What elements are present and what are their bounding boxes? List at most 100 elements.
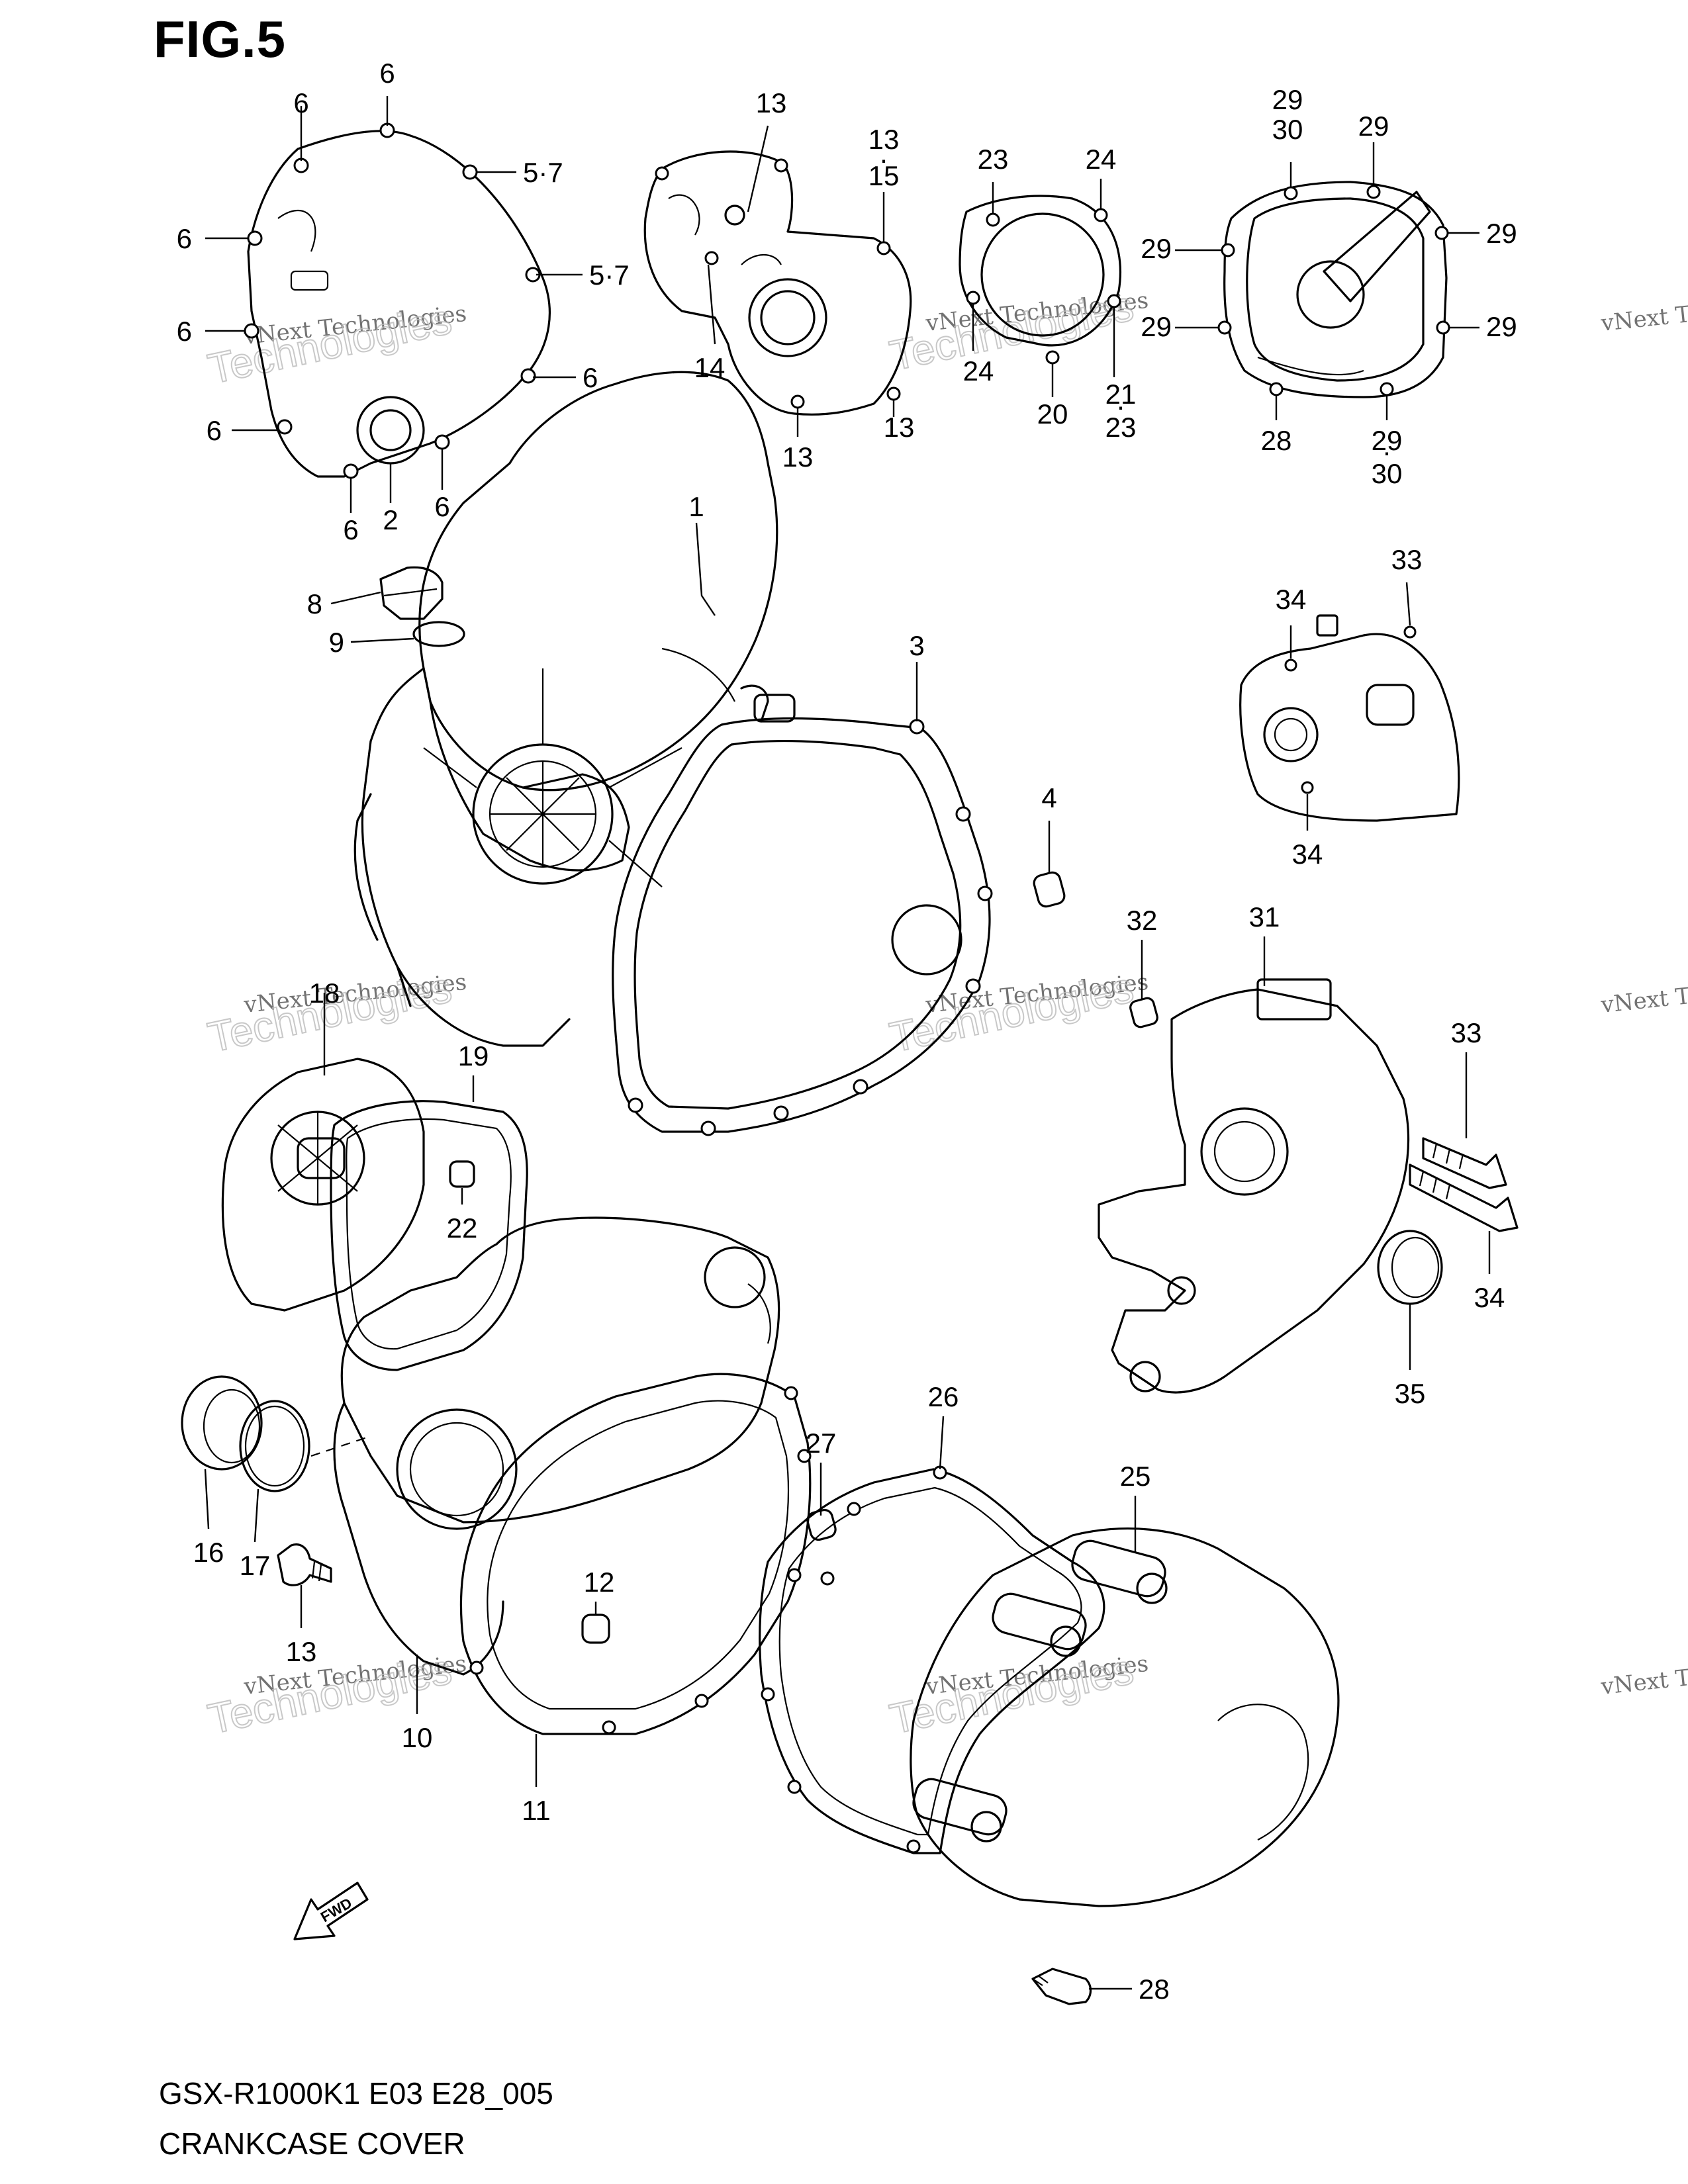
bolt-hole — [277, 419, 293, 435]
callout-33: 33 — [1391, 544, 1423, 575]
bolt-hole — [1107, 294, 1121, 308]
callout-30: 30 — [1372, 458, 1403, 489]
part-31-bracket — [1098, 978, 1410, 1394]
fwd-arrow-icon: FWD — [293, 1882, 369, 1940]
bolt-hole — [787, 1780, 802, 1794]
callout-28: 28 — [1139, 1974, 1170, 2005]
bolt-hole — [966, 291, 980, 305]
bolt-hole — [462, 164, 478, 180]
bolt-hole — [1221, 243, 1235, 257]
watermark-text: Technologies — [204, 295, 455, 393]
watermark-group: vNext Technologies Technologies vNext Te… — [203, 281, 1688, 1744]
callout-34: 34 — [1292, 839, 1323, 870]
callout-34: 34 — [1474, 1282, 1505, 1313]
bolt-hole — [790, 394, 805, 409]
callout-6: 6 — [293, 87, 308, 118]
part-34-bolt — [1409, 1163, 1519, 1232]
bolt-hole — [876, 241, 891, 255]
callout-11: 11 — [522, 1795, 551, 1826]
bolt-hole — [1269, 382, 1284, 396]
part-10-cover — [333, 1216, 780, 1676]
callout-29: 29 — [1141, 233, 1172, 264]
callout-29: 29 — [1486, 218, 1517, 249]
callout-6: 6 — [207, 415, 222, 446]
part-25-generator-cover — [910, 1527, 1340, 1907]
bolt-hole — [1045, 350, 1060, 365]
part-13-bolt — [277, 1543, 332, 1586]
part-18-water-pump-cover — [221, 1058, 425, 1312]
bolt-hole — [1284, 186, 1298, 201]
bolt-hole — [774, 158, 788, 173]
callout-1: 1 — [688, 491, 704, 522]
watermark-text: vNext Technologies — [1599, 287, 1688, 337]
callout-19: 19 — [458, 1040, 489, 1071]
callout-24: 24 — [1086, 144, 1117, 175]
callout-25: 25 — [1120, 1461, 1151, 1492]
bolt-hole — [700, 1120, 716, 1136]
bolt-hole — [655, 166, 669, 181]
bolt-hole — [784, 1386, 798, 1400]
part-33-34-sprocket-cover — [1239, 614, 1460, 822]
callout-8: 8 — [307, 588, 322, 619]
callout-labels: 6 6 5·7 5·7 6 6 6 6 6 6 2 13 13 · 15 14 … — [177, 58, 1517, 2005]
callout-dot: · — [1116, 390, 1125, 422]
watermark-text: vNext Technologies — [1599, 1651, 1688, 1700]
callout-6: 6 — [177, 316, 192, 347]
bolt-hole — [1366, 185, 1381, 199]
callout-30: 30 — [1272, 114, 1303, 145]
callout-10: 10 — [402, 1722, 433, 1753]
bolt-hole — [1094, 208, 1108, 222]
part-22-dowel-pin — [449, 1160, 475, 1188]
bolt-hole — [1436, 320, 1450, 335]
bolt-hole — [628, 1097, 643, 1113]
part-32-dowel-pin — [1129, 997, 1158, 1028]
callout-6: 6 — [434, 491, 449, 522]
callout-5-7: 5·7 — [523, 157, 563, 188]
callout-6: 6 — [583, 362, 598, 393]
callout-5-7: 5·7 — [589, 259, 630, 291]
bolt-hole — [520, 368, 536, 384]
callout-14: 14 — [694, 352, 726, 383]
callout-15: 15 — [868, 160, 900, 191]
part-4-dowel-pin — [1033, 871, 1066, 908]
callout-28: 28 — [1261, 425, 1292, 456]
callout-29: 29 — [1372, 425, 1403, 456]
callout-23: 23 — [1105, 412, 1137, 443]
callout-13: 13 — [884, 412, 915, 443]
bolt-hole — [986, 212, 1000, 227]
callout-13: 13 — [782, 441, 814, 473]
callout-23: 23 — [978, 144, 1009, 175]
bolt-hole — [247, 230, 263, 246]
part-35-cap — [1377, 1230, 1443, 1305]
callout-13: 13 — [868, 124, 900, 155]
part-27-dowel-pin — [806, 1508, 837, 1541]
bolt-hole — [847, 1502, 861, 1516]
generator-cover-outline — [1217, 181, 1450, 398]
callout-27: 27 — [806, 1428, 837, 1459]
callout-26: 26 — [928, 1381, 959, 1412]
bolt-hole — [797, 1449, 812, 1463]
part-28-bolt — [1031, 1968, 1092, 2005]
callout-29: 29 — [1272, 84, 1303, 115]
callout-6: 6 — [379, 58, 395, 89]
bolt-hole — [787, 1568, 802, 1582]
callout-13: 13 — [286, 1636, 317, 1667]
bolt-hole — [694, 1694, 709, 1708]
callout-29: 29 — [1141, 311, 1172, 342]
bolt-hole — [906, 1839, 921, 1854]
callout-35: 35 — [1395, 1378, 1426, 1409]
bolt-hole — [773, 1105, 789, 1121]
bolt-hole — [244, 323, 259, 339]
bolt-hole — [955, 806, 971, 822]
callout-20: 20 — [1037, 398, 1068, 430]
callout-21: 21 — [1105, 379, 1137, 410]
part-33-bolt — [1422, 1137, 1507, 1189]
callout-32: 32 — [1127, 905, 1158, 936]
callout-6: 6 — [177, 223, 192, 254]
callout-dot: · — [1382, 436, 1391, 467]
model-code: GSX-R1000K1 E03 E28_005 — [159, 2076, 553, 2111]
bolt-hole — [1301, 781, 1314, 794]
watermark-text: Technologies — [886, 964, 1137, 1062]
